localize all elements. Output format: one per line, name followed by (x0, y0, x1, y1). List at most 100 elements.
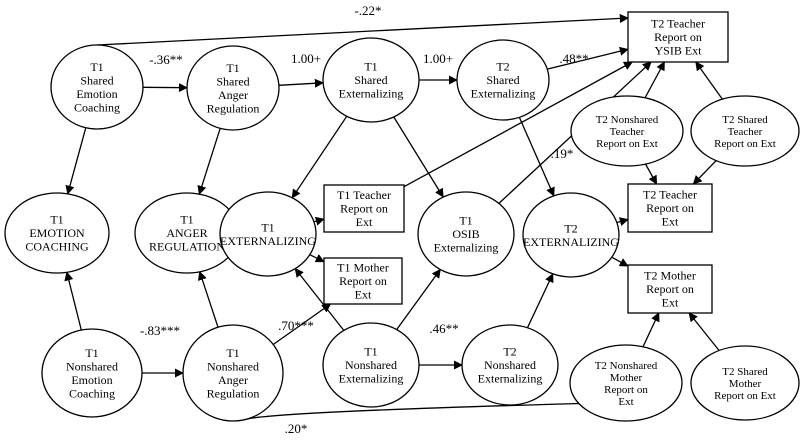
node-label-line: Nonshared (484, 358, 536, 372)
node-label-line: Nonshared (207, 359, 259, 373)
node-label-line: Teacher (610, 126, 645, 138)
node-label-line: REGULATION (149, 240, 225, 254)
observed-box (627, 11, 729, 63)
latent-ellipse (522, 192, 620, 278)
latent-ellipse (690, 95, 800, 167)
node-label-line: Externalizing (471, 87, 536, 101)
coefficient-label: .46** (429, 321, 458, 336)
latent-ellipse (461, 324, 559, 406)
latent-ellipse (4, 192, 110, 274)
latent-ellipse (50, 44, 144, 130)
edge-t2-nonshared-ext-to-t2-externalizing (526, 273, 554, 328)
node-label-line: T2 (496, 60, 509, 74)
node-label-line: T1 (180, 213, 193, 227)
node-label-line: T1 Teacher (337, 188, 391, 202)
edge-t1-shared-ec-to-t1-emotion-coaching (65, 127, 87, 195)
node-label-line: Ext (618, 396, 633, 408)
node-label-line: ANGER (166, 226, 207, 240)
node-label-line: T1 (364, 345, 377, 359)
node-label-line: Report on Ext (714, 138, 776, 150)
node-label-line: Nonshared (66, 359, 118, 373)
coefficient-label: .48** (559, 51, 588, 66)
node-label-line: T2 Shared (722, 114, 768, 126)
node-label-line: COACHING (25, 240, 89, 254)
node-label-line: T2 Teacher (651, 17, 705, 31)
edge-t1-nonshared-ext-to-t1-externalizing (294, 267, 345, 331)
edge-t1-teacher-report-to-t2-teacher-ysib (403, 61, 633, 188)
observed-box (627, 264, 713, 314)
coefficient-label: .20* (285, 421, 308, 436)
edge-t1-nonshared-ar-to-t2-nonshared-mother (243, 398, 601, 421)
node-label-line: T1 (226, 346, 239, 360)
latent-ellipse (570, 95, 684, 167)
coefficient-label: -.83*** (140, 323, 180, 338)
node-label-line: Ext (662, 296, 679, 310)
edge-t2-shared-ext-to-t2-teacher-ysib (547, 46, 629, 70)
nodes-layer: T1SharedEmotionCoachingT1SharedAngerRegu… (4, 11, 800, 422)
observed-box (323, 184, 405, 233)
node-label-line: T1 Mother (337, 261, 389, 275)
edge-t2-shared-ext-to-t2-externalizing (518, 117, 555, 197)
node-label-line: Report on (339, 274, 387, 288)
edge-t1-externalizing-to-t1-mother-report (309, 253, 325, 263)
node-label-line: Anger (218, 373, 248, 387)
node-label-line: Regulation (207, 386, 260, 400)
node-label-line: Shared (216, 74, 249, 88)
latent-ellipse (690, 345, 800, 421)
node-label-line: T1 (226, 61, 239, 75)
node-label-line: Teacher (728, 126, 763, 138)
edge-t1-externalizing-to-t1-teacher-report (313, 216, 325, 226)
node-label-line: T2 Mother (644, 269, 696, 283)
edge-t2-nonshared-teacher-to-t2-teacher-ysib (644, 61, 665, 99)
coefficient-label: .19* (551, 146, 574, 161)
node-label-line: Emotion (76, 87, 117, 101)
observed-box (323, 257, 403, 305)
node-label-line: EXTERNALIZING (220, 234, 316, 248)
node-label-line: Report on Ext (714, 390, 776, 402)
node-label-line: Mother (610, 372, 643, 384)
node-label-line: Externalizing (478, 372, 543, 386)
edge-t2-nonshared-mother-to-t2-mother-report (642, 312, 660, 348)
latent-ellipse (569, 344, 683, 422)
node-label-line: Report on (604, 384, 648, 396)
node-label-line: Coaching (69, 386, 115, 400)
node-label-line: T1 (90, 60, 103, 74)
node-label-line: Shared (80, 73, 113, 87)
node-label-line: Ext (662, 215, 679, 229)
node-label-line: T2 Shared (722, 366, 768, 378)
node-label-line: T1 (261, 220, 274, 234)
latent-ellipse (182, 324, 284, 422)
coefficient-label: .70*** (278, 318, 314, 333)
node-label-line: Ext (356, 215, 373, 229)
node-label-line: T1 (50, 213, 63, 227)
node-label-line: T2 (564, 221, 577, 235)
node-label-line: T2 (503, 345, 516, 359)
coefficient-label: 1.00+ (423, 51, 453, 66)
node-label-line: Ext (355, 288, 372, 302)
edge-t2-shared-teacher-to-t2-teacher-report (692, 160, 717, 185)
edge-t2-shared-teacher-to-t2-teacher-ysib (695, 61, 723, 100)
latent-ellipse (41, 328, 143, 418)
latent-ellipse (219, 191, 317, 277)
node-label-line: Shared (354, 73, 387, 87)
node-label-line: T1 (364, 60, 377, 74)
node-label-line: Externalizing (339, 87, 404, 101)
edge-t1-shared-ec-to-t2-teacher-ysib (96, 13, 629, 46)
node-label-line: Regulation (207, 101, 260, 115)
latent-ellipse (322, 37, 420, 123)
coefficient-label: -.36** (149, 52, 183, 67)
